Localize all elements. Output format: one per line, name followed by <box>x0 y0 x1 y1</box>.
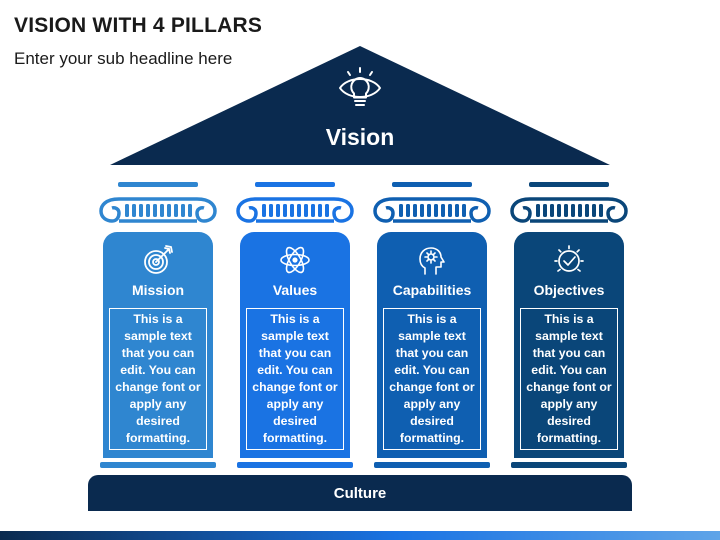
pillar-text-box: This is a sample text that you can edit.… <box>246 308 344 450</box>
checkmark-badge-icon <box>554 245 584 272</box>
pillar-text: This is a sample text that you can edit.… <box>526 312 612 445</box>
pillar-base-bar <box>511 462 627 468</box>
pillar-base-bar <box>100 462 216 468</box>
pillar-capital <box>99 197 217 223</box>
pillar-text: This is a sample text that you can edit.… <box>389 312 475 445</box>
pillar-top-bar <box>392 182 472 187</box>
pillar-capital <box>236 197 354 223</box>
vision-label: Vision <box>325 124 395 150</box>
footer-gradient-bar <box>0 531 720 540</box>
pillar-text: This is a sample text that you can edit.… <box>252 312 338 445</box>
pillar-text-box: This is a sample text that you can edit.… <box>520 308 618 450</box>
eye-lightbulb-icon <box>339 67 381 106</box>
pillar-capabilities: Capabilities This is a sample text that … <box>377 232 487 458</box>
pillar-text-box: This is a sample text that you can edit.… <box>109 308 207 450</box>
pillar-text: This is a sample text that you can edit.… <box>115 312 201 445</box>
atom-icon <box>280 246 310 274</box>
slide-title: VISION WITH 4 PILLARS <box>14 14 263 37</box>
culture-foundation: Culture <box>88 475 632 511</box>
gear-head-icon <box>419 247 445 275</box>
slide-subtitle: Enter your sub headline here <box>14 49 233 68</box>
pillar-base-bar <box>237 462 353 468</box>
pillar-mission: Mission This is a sample text that you c… <box>103 232 213 458</box>
pillar-top-bar <box>255 182 335 187</box>
pillar-title: Capabilities <box>392 282 472 298</box>
pillar-capital <box>510 197 628 223</box>
pillar-title: Values <box>272 282 318 298</box>
target-arrow-icon <box>144 245 173 274</box>
pillar-text-box: This is a sample text that you can edit.… <box>383 308 481 450</box>
pillar-title: Objectives <box>533 282 605 298</box>
pillar-top-bar <box>118 182 198 187</box>
pillar-capital <box>373 197 491 223</box>
pillar-values: Values This is a sample text that you ca… <box>240 232 350 458</box>
pillar-objectives: Objectives This is a sample text that yo… <box>514 232 624 458</box>
culture-label: Culture <box>333 484 387 502</box>
pillar-base-bar <box>374 462 490 468</box>
pillar-top-bar <box>529 182 609 187</box>
pillar-title: Mission <box>131 282 185 298</box>
